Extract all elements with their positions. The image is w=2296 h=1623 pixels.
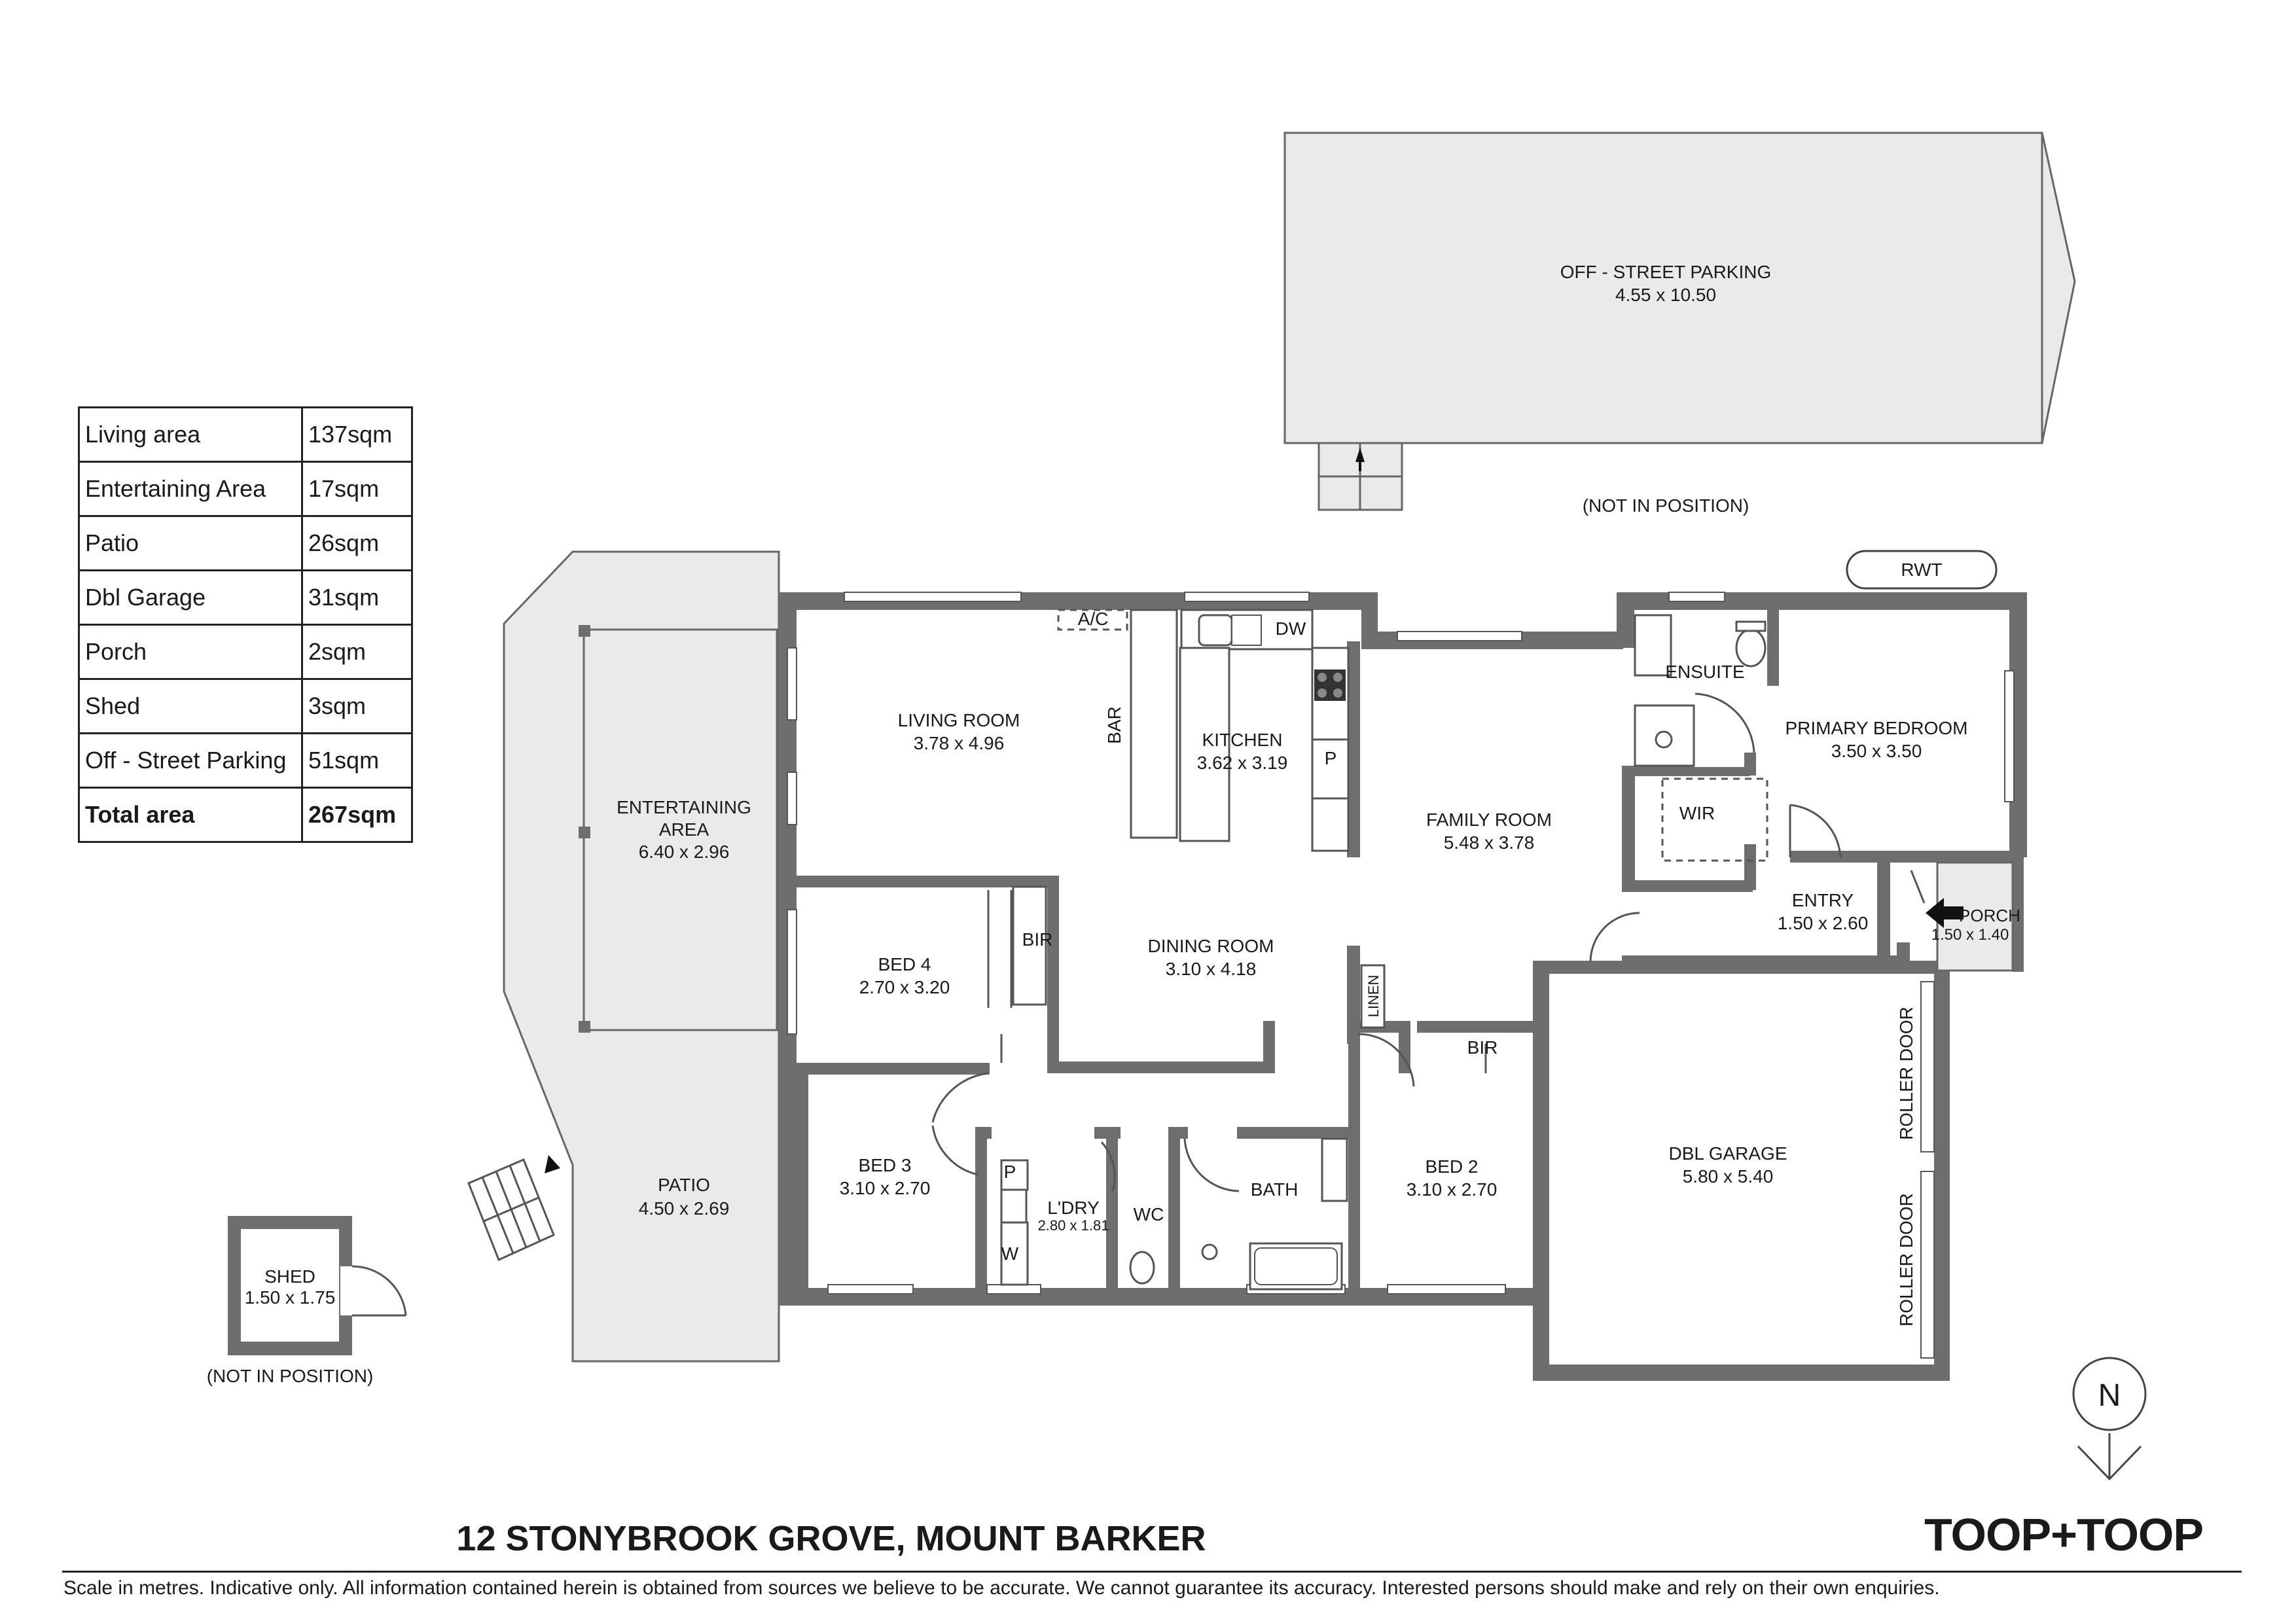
ensuite-fixtures <box>1634 614 1842 862</box>
porch-dims: 1.50 x 1.40 <box>1931 926 2009 944</box>
garage-name: DBL GARAGE <box>1668 1143 1787 1164</box>
area-label: Patio <box>78 515 303 571</box>
primary-bedroom-name: PRIMARY BEDROOM <box>1785 718 1967 738</box>
laundry-washer-label: W <box>1001 1243 1019 1264</box>
roller-door-2-label: ROLLER DOOR <box>1896 1193 1916 1327</box>
door-swings <box>931 870 1926 1192</box>
footer-divider <box>62 1571 2242 1573</box>
windows <box>787 592 2015 1359</box>
bed4-name: BED 4 <box>878 954 931 974</box>
parking-not-in-position: (NOT IN POSITION) <box>1583 495 1749 516</box>
family-room-name: FAMILY ROOM <box>1426 810 1552 830</box>
area-value: 2sqm <box>301 624 413 680</box>
living-room-dims: 3.78 x 4.96 <box>914 733 1005 753</box>
kitchen-sink-icon <box>1198 614 1233 647</box>
area-label: Total area <box>78 787 303 843</box>
area-value: 137sqm <box>301 406 413 463</box>
porch-name: PORCH <box>1959 906 2020 925</box>
bed4-bir-label: BIR <box>1022 929 1053 950</box>
area-value: 26sqm <box>301 515 413 571</box>
bed2-bir-label: BIR <box>1467 1037 1498 1058</box>
parking-dims: 4.55 x 10.50 <box>1615 285 1716 305</box>
bed3-name: BED 3 <box>859 1155 912 1175</box>
wir-label: WIR <box>1679 803 1715 823</box>
rainwater-tank <box>1846 550 1998 590</box>
parking-name: OFF - STREET PARKING <box>1560 262 1772 282</box>
kitchen-fixtures <box>1130 609 1350 852</box>
roller-door-1-label: ROLLER DOOR <box>1896 1007 1916 1140</box>
patio-dims: 4.50 x 2.69 <box>639 1198 730 1219</box>
pantry-label: P <box>1325 748 1337 768</box>
entry-arrow-icon <box>1926 898 1964 928</box>
brand-logo: TOOP+TOOP <box>1924 1509 2204 1560</box>
area-value: 3sqm <box>301 678 413 734</box>
bathroom-fixtures <box>1000 1137 1348 1291</box>
bath-label: BATH <box>1251 1179 1299 1200</box>
entertaining-name-line1: ENTERTAINING <box>617 797 751 817</box>
area-value: 51sqm <box>301 732 413 789</box>
shed-dims: 1.50 x 1.75 <box>245 1287 336 1308</box>
entry-name: ENTRY <box>1792 890 1854 910</box>
kitchen-dims: 3.62 x 3.19 <box>1197 753 1288 773</box>
ac-unit <box>1057 609 1128 631</box>
parking-arrow-icon <box>1355 448 1365 462</box>
shed-name: SHED <box>264 1266 315 1287</box>
property-address: 12 STONYBROOK GROVE, MOUNT BARKER <box>456 1519 1206 1558</box>
entertaining-name-line2: AREA <box>659 819 709 840</box>
steps-arrow-icon <box>545 1155 560 1173</box>
area-label: Living area <box>78 406 303 463</box>
bed2-dims: 3.10 x 2.70 <box>1407 1179 1498 1200</box>
ensuite-label: ENSUITE <box>1665 662 1744 682</box>
bar-label: BAR <box>1104 706 1124 744</box>
ac-label: A/C <box>1078 609 1109 629</box>
bed4-dims: 2.70 x 3.20 <box>859 977 950 997</box>
north-arrow-icon <box>2072 1357 2147 1481</box>
living-room-name: LIVING ROOM <box>898 710 1020 730</box>
dining-room-dims: 3.10 x 4.18 <box>1166 959 1257 979</box>
bed2-name: BED 2 <box>1426 1156 1479 1177</box>
entertaining-patio-area <box>467 550 780 1363</box>
entry-dims: 1.50 x 2.60 <box>1778 913 1869 933</box>
area-value: 31sqm <box>301 569 413 626</box>
patio-name: PATIO <box>658 1175 710 1195</box>
area-label: Dbl Garage <box>78 569 303 626</box>
laundry-dims: 2.80 x 1.81 <box>1038 1217 1109 1234</box>
north-label: N <box>2098 1378 2121 1413</box>
family-room-dims: 5.48 x 3.78 <box>1444 832 1535 853</box>
area-value: 17sqm <box>301 461 413 517</box>
off-street-parking <box>1283 132 2076 511</box>
entertaining-dims: 6.40 x 2.96 <box>639 842 730 862</box>
disclaimer-text: Scale in metres. Indicative only. All in… <box>63 1577 1940 1599</box>
area-label: Entertaining Area <box>78 461 303 517</box>
laundry-name: L'DRY <box>1047 1198 1100 1218</box>
area-label: Shed <box>78 678 303 734</box>
bed3-dims: 3.10 x 2.70 <box>840 1178 931 1198</box>
primary-bedroom-dims: 3.50 x 3.50 <box>1831 741 1922 761</box>
laundry-pantry-label: P <box>1004 1162 1016 1182</box>
patio-steps <box>467 1155 560 1262</box>
garage-dims: 5.80 x 5.40 <box>1683 1166 1774 1186</box>
kitchen-name: KITCHEN <box>1202 730 1283 750</box>
wc-label: WC <box>1134 1204 1164 1224</box>
dishwasher-label: DW <box>1276 618 1306 639</box>
shed <box>228 1216 407 1355</box>
rwt-label: RWT <box>1901 560 1942 580</box>
area-value: 267sqm <box>301 787 413 843</box>
linen-label: LINEN <box>1365 975 1382 1018</box>
dining-room-name: DINING ROOM <box>1148 936 1274 956</box>
area-label: Off - Street Parking <box>78 732 303 789</box>
area-label: Porch <box>78 624 303 680</box>
shed-not-in-position: (NOT IN POSITION) <box>207 1366 374 1386</box>
